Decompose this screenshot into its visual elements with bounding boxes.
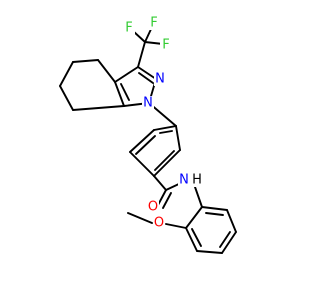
atom-h-amide-label: H — [192, 173, 202, 188]
bond-c5-c6 — [59, 61, 74, 87]
atom-f3-label: F — [162, 38, 169, 53]
bond-ar3-ar4 — [129, 151, 155, 177]
atom-h-amide: H — [191, 173, 203, 188]
bond-ar6-ar1-inner — [159, 130, 173, 134]
bond-oether-ch3 — [127, 212, 153, 224]
atom-o-amide: O — [147, 200, 159, 215]
atom-f2-label: F — [150, 16, 157, 31]
bonds — [59, 26, 237, 254]
bond-ar1-ar2 — [153, 125, 177, 131]
bond-ph2-ph3-inner — [191, 228, 202, 247]
atom-f2: F — [148, 16, 160, 31]
molecule-structure: F F F N N O N H — [59, 16, 237, 254]
bond-c7a-c3a — [114, 81, 125, 107]
bond-c3-cf3 — [137, 41, 146, 68]
atom-o-ether: O — [153, 216, 165, 231]
bond-ph6-ph1-inner — [205, 212, 224, 216]
atom-n1: N — [142, 96, 154, 111]
bond-ph3-ph4 — [196, 250, 223, 254]
bond-ph4-ph5-inner — [219, 231, 231, 248]
atom-n2-label: N — [155, 72, 165, 87]
bond-ar4-ar5-inner — [154, 150, 175, 171]
bond-c3a-c3 — [114, 66, 139, 83]
atom-f1: F — [123, 21, 135, 36]
bond-ar2-ar3-inner — [135, 135, 156, 155]
bond-c7a-c3a-double — [120, 83, 130, 101]
bond-c6-c7 — [59, 85, 74, 111]
atom-labels: F F F N N O N H — [123, 16, 203, 231]
bond-c4-c5 — [72, 59, 99, 63]
bond-carbonyl-o-double — [162, 192, 172, 209]
atom-n1-label: N — [143, 96, 153, 111]
bond-ar2-ar3 — [129, 129, 155, 153]
bond-carbonyl-o — [157, 189, 167, 206]
bond-ph2-ph3 — [185, 227, 198, 252]
atom-f3: F — [160, 38, 172, 53]
atom-f1-label: F — [125, 21, 132, 36]
bond-ph5-ph6 — [226, 209, 237, 233]
atom-o-ether-label: O — [154, 216, 164, 231]
bond-ph4-ph5 — [221, 231, 237, 254]
bond-n-aryl — [194, 186, 203, 208]
bond-ar4-carbonyl — [153, 175, 167, 191]
bond-c3-n2 — [137, 66, 157, 80]
bond-c3a-c4 — [97, 59, 116, 83]
bond-c7-c7a — [72, 105, 125, 111]
bond-ph1-ph2 — [185, 206, 203, 229]
bond-ar5-ar6 — [175, 125, 181, 151]
atom-n-amide-label: N — [179, 173, 189, 188]
bond-ph6-ph1 — [201, 206, 228, 211]
bond-ph2-oether — [165, 223, 187, 229]
bond-c3-n2-double — [138, 72, 154, 84]
atom-o-amide-label: O — [148, 200, 158, 215]
atom-n-amide: N — [178, 173, 190, 188]
atom-n2: N — [154, 72, 166, 87]
bond-ar4-ar5 — [153, 149, 181, 177]
